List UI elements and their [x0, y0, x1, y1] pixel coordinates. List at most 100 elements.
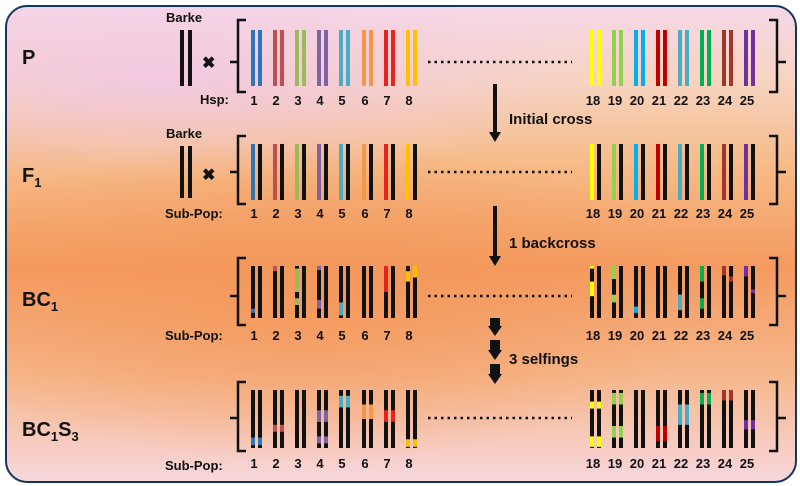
chromosome-strand	[707, 30, 711, 86]
chromosome-strand	[362, 266, 366, 318]
chromosome-strand	[413, 30, 417, 86]
chromosome-number: 7	[383, 328, 390, 343]
chromosome-strand	[369, 266, 373, 318]
chromosome-strand	[634, 390, 638, 448]
chromosome-strand	[317, 30, 321, 86]
chromosome-number: 8	[405, 206, 412, 221]
introgression-segment	[612, 392, 616, 405]
chromosome-strand	[707, 390, 711, 448]
chromosome-strand	[700, 144, 704, 200]
introgression-segment	[362, 404, 366, 419]
introgression-segment	[391, 410, 395, 422]
chromosome-strand	[597, 266, 601, 318]
chromosome-strand	[413, 266, 417, 318]
bracket-right	[769, 134, 779, 206]
introgression-segment	[619, 425, 623, 438]
chromosome-number: 19	[608, 328, 622, 343]
bracket-right	[769, 18, 779, 94]
chromosome-strand	[597, 30, 601, 86]
chromosome-strand	[656, 390, 660, 448]
bracket-left	[236, 18, 246, 94]
chromosome-number: 19	[608, 93, 622, 108]
chromosome-strand	[346, 30, 350, 86]
chromosome-strand	[641, 144, 645, 200]
bracket-left	[236, 380, 246, 453]
barke-chromosome	[188, 146, 192, 198]
chromosome-number: 2	[272, 456, 279, 471]
introgression-segment	[612, 294, 616, 303]
chromosome-strand	[729, 144, 733, 200]
chromosome-strand	[369, 30, 373, 86]
chromosome-strand	[324, 266, 328, 318]
introgression-segment	[295, 298, 299, 305]
chromosome-strand	[280, 266, 284, 318]
chromosome-strand	[744, 30, 748, 86]
chromosome-strand	[391, 30, 395, 86]
chromosome-strand	[302, 144, 306, 200]
chromosome-strand	[619, 30, 623, 86]
cross-symbol-p: ✖	[202, 55, 215, 72]
chromosome-number: 24	[718, 456, 733, 471]
chromosome-number: 8	[405, 93, 412, 108]
chromosome-number: 5	[338, 328, 345, 343]
chromosome-number: 18	[586, 328, 600, 343]
chromosome-number: 3	[294, 328, 301, 343]
chromosome-strand	[251, 30, 255, 86]
chromosome-strand	[641, 390, 645, 448]
introgression-segment	[317, 266, 321, 271]
chromosome-number: 20	[630, 206, 644, 221]
chromosome-number: 18	[586, 206, 600, 221]
introgression-segment	[317, 299, 321, 309]
introgression-segment	[251, 308, 255, 313]
chromosome-strand	[339, 30, 343, 86]
chromosome-strand	[663, 144, 667, 200]
chromosome-number: 3	[294, 93, 301, 108]
introgression-segment	[729, 276, 733, 282]
chromosome-strand	[700, 266, 704, 318]
introgression-segment	[590, 266, 594, 269]
chromosome-strand	[619, 390, 623, 448]
chromosome-strand	[346, 144, 350, 200]
chromosome-number: 8	[405, 456, 412, 471]
chromosome-number: 7	[383, 206, 390, 221]
introgression-segment	[324, 436, 328, 444]
introgression-segment	[685, 404, 689, 425]
chromosome-strand	[722, 144, 726, 200]
chromosome-strand	[339, 390, 343, 448]
chromosome-strand	[302, 30, 306, 86]
introgression-segment	[413, 439, 417, 447]
chromosome-strand	[744, 266, 748, 318]
chromosome-strand	[744, 390, 748, 448]
chromosome-strand	[362, 30, 366, 86]
introgression-segment	[663, 425, 667, 442]
introgression-segment	[384, 410, 388, 422]
chromosome-strand	[619, 266, 623, 318]
chromosome-number: 1	[250, 93, 257, 108]
hsp-label: Hsp:	[200, 92, 229, 107]
introgression-segment	[280, 424, 284, 432]
introgression-segment	[273, 424, 277, 432]
chromosome-number: 4	[316, 93, 324, 108]
chromosome-strand	[641, 266, 645, 318]
introgression-segment	[251, 437, 255, 446]
chromosome-number: 3	[294, 456, 301, 471]
chromosome-number: 5	[338, 456, 345, 471]
chromosome-strand	[700, 390, 704, 448]
introgression-segment	[339, 302, 343, 316]
introgression-segment	[590, 436, 594, 447]
chromosome-strand	[707, 144, 711, 200]
chromosome-strand	[634, 144, 638, 200]
label-bc1s3: BC1S3	[22, 419, 79, 444]
chromosome-number: 21	[652, 206, 666, 221]
chromosome-number: 21	[652, 456, 666, 471]
arrow-shaft	[490, 318, 500, 326]
chromosome-strand	[273, 30, 277, 86]
introgression-segment	[722, 390, 726, 401]
cross-symbol-f1: ✖	[202, 167, 215, 184]
arrow-head	[488, 326, 502, 336]
chromosome-strand	[369, 144, 373, 200]
chromosome-number: 23	[696, 328, 710, 343]
chromosome-number: 18	[586, 93, 600, 108]
introgression-segment	[612, 266, 616, 279]
